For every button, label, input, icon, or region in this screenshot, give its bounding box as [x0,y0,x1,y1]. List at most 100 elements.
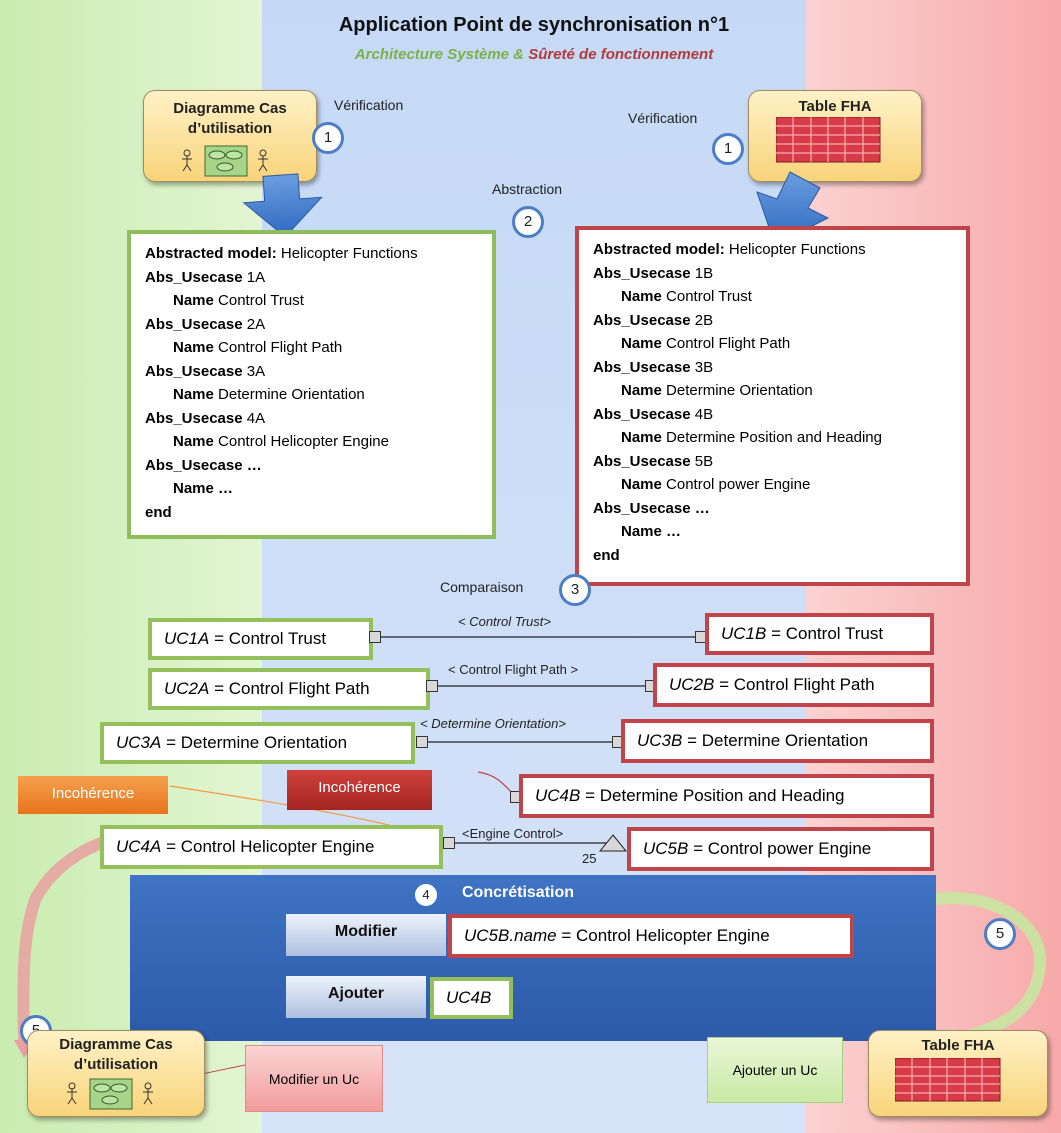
model-right-uc2-name: Name Control Flight Path [593,332,952,356]
step-4-badge: 4 [415,884,437,906]
note-modify-uc: Modifier un Uc [245,1045,383,1112]
uc-name: Determine Orientation [666,382,813,399]
uc2a-text: = Control Flight Path [214,679,370,698]
model-left-header-key: Abstracted model: [145,245,277,262]
uc1a-port [369,631,381,643]
uc3b-text: = Determine Orientation [687,731,869,750]
uc-key: Abs_Usecase [593,264,691,282]
uc4a-box: UC4A = Control Helicopter Engine [100,825,443,869]
model-left-header-value: Helicopter Functions [280,245,418,262]
fha-table-icon-bottom [895,1058,1001,1102]
uc-id: 5B [694,452,714,470]
uc-id: 2A [246,315,266,333]
more-name: Name … [173,480,234,497]
abstraction-label: Abstraction [492,181,563,197]
uc4a-id: UC4A [116,837,162,856]
name-key: Name [621,429,662,446]
uc5b-box: UC5B = Control power Engine [627,827,934,871]
fha-table-icon [776,117,881,163]
uc3a-id: UC3A [116,733,162,752]
modify-target-id: UC5B.name [464,926,557,945]
name-key: Name [621,288,662,305]
model-right-uc2: Abs_Usecase 2B [593,309,952,333]
link-uc1-label: < Control Trust> [458,614,551,629]
abstraction-arrow-left [242,173,323,238]
uc-name: Control Flight Path [666,335,791,352]
uc-key: Abs_Usecase [145,362,243,380]
model-left-uc4-name: Name Control Helicopter Engine [145,430,478,454]
uc4b-box: UC4B = Determine Position and Heading [519,774,934,818]
link-uc4-multiplicity: 25 [582,851,597,866]
uc2a-port [426,680,438,692]
subtitle-architecture: Architecture Système & [354,46,525,63]
model-right-header-value: Helicopter Functions [728,241,866,258]
model-right-header-key: Abstracted model: [593,241,725,258]
uc2b-text: = Control Flight Path [719,675,875,694]
model-left-more: Abs_Usecase … [145,454,478,478]
uc3a-port [416,736,428,748]
add-target-box: UC4B [430,977,513,1019]
return-arrow-right [897,892,1047,1046]
model-right-uc5-name: Name Control power Engine [593,473,952,497]
generalization-triangle [598,834,628,852]
model-right-uc1: Abs_Usecase 1B [593,262,952,286]
abstracted-model-left: Abstracted model: Helicopter Functions A… [127,230,496,539]
step-3-badge: 3 [559,574,591,606]
name-key: Name [621,335,662,352]
incoherence-left-callout: Incohérence [18,776,168,814]
link-uc2-label: < Control Flight Path > [448,662,579,677]
model-right-more-name: Name … [593,520,952,544]
model-right-end: end [593,544,952,568]
uc1b-box: UC1B = Control Trust [705,613,934,655]
uc1a-box: UC1A = Control Trust [148,618,373,660]
uc1b-id: UC1B [721,624,767,643]
usecase-diagram-icon-bottom [67,1078,153,1110]
end-keyword: end [145,503,172,521]
uc-id: 1B [694,264,714,282]
uc2b-id: UC2B [669,675,715,694]
step-5-right-badge: 5 [984,918,1016,950]
uc-name: Determine Position and Heading [666,429,882,446]
uc4a-text: = Control Helicopter Engine [166,837,375,856]
uc5b-text: = Control power Engine [693,839,872,858]
verification-left-label: Vérification [334,97,404,113]
uc-key: Abs_Usecase [145,315,243,333]
uc-key: Abs_Usecase [145,409,243,427]
model-right-uc1-name: Name Control Trust [593,285,952,309]
step-2-badge: 2 [512,206,544,238]
uc3a-text: = Determine Orientation [166,733,348,752]
uc-id: 3A [246,362,266,380]
model-left-uc2: Abs_Usecase 2A [145,313,478,337]
step-1-right-badge: 1 [712,133,744,165]
uc-id: 3B [694,358,714,376]
target-usecase-label1: Diagramme Cas [59,1036,173,1053]
uc4b-id: UC4B [535,786,581,805]
model-left-more-name: Name … [145,477,478,501]
end-keyword: end [593,546,620,564]
model-right-more: Abs_Usecase … [593,497,952,521]
model-left-uc1-name: Name Control Trust [145,289,478,313]
uc3b-id: UC3B [637,731,683,750]
name-key: Name [173,386,214,403]
model-left-header: Abstracted model: Helicopter Functions [145,242,478,266]
model-left-uc1: Abs_Usecase 1A [145,266,478,290]
source-usecase-label1: Diagramme Cas [173,100,287,117]
page-title: Application Point de synchronisation n°1 [338,14,730,36]
model-right-uc3-name: Name Determine Orientation [593,379,952,403]
model-left-uc3-name: Name Determine Orientation [145,383,478,407]
concretisation-panel [130,875,936,1041]
model-right-header: Abstracted model: Helicopter Functions [593,238,952,262]
page-subtitle: Architecture Système & Sûreté de fonctio… [262,46,806,63]
concretisation-title: Concrétisation [462,884,575,901]
modify-button[interactable]: Modifier [286,914,446,956]
add-button[interactable]: Ajouter [286,976,426,1018]
model-left-uc4: Abs_Usecase 4A [145,407,478,431]
source-fha-label: Table FHA [798,98,872,115]
uc1a-text: = Control Trust [214,629,327,648]
uc-id: 2B [694,311,714,329]
uc3a-box: UC3A = Determine Orientation [100,722,415,764]
subtitle-safety: Sûreté de fonctionnement [528,46,714,63]
uc-key: Abs_Usecase [593,452,691,470]
uc-name: Control Helicopter Engine [218,433,389,450]
model-right-uc5: Abs_Usecase 5B [593,450,952,474]
